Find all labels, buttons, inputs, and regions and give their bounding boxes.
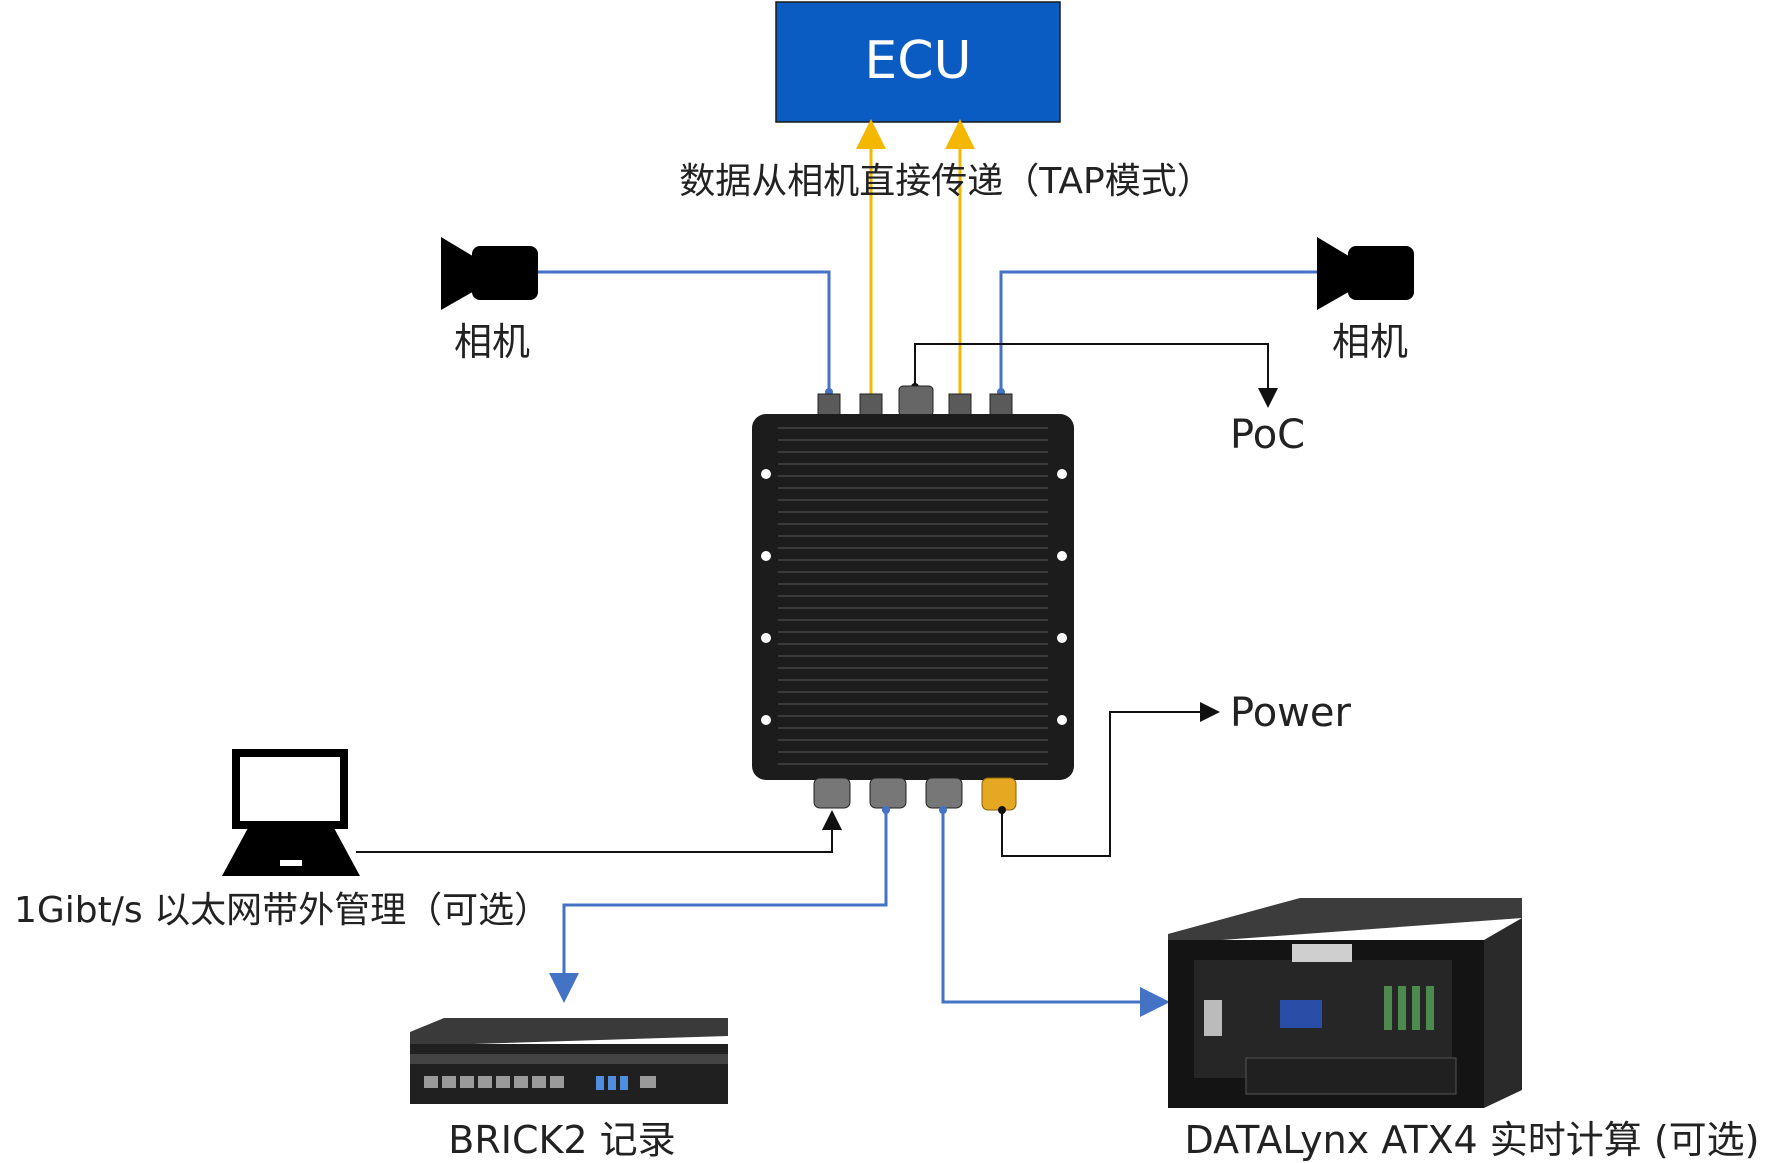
camera-left-icon — [441, 237, 538, 310]
camera-left: 相机 — [441, 237, 538, 364]
tap-note: 数据从相机直接传递（TAP模式） — [679, 161, 1213, 202]
bottom-connectors — [813, 777, 1017, 811]
laptop-icon — [222, 749, 360, 876]
heatsink-fins — [778, 427, 1048, 765]
laptop-label: 1Gibt/s 以太网带外管理（可选） — [14, 890, 550, 931]
datalynx-device: DATALynx ATX4 实时计算 (可选) — [1168, 898, 1760, 1162]
main-device — [752, 385, 1074, 811]
camera-left-link — [538, 270, 831, 392]
laptop-link — [356, 810, 842, 853]
ecu-label: ECU — [864, 31, 971, 91]
camera-right: 相机 — [1317, 237, 1414, 364]
camera-right-icon — [1317, 237, 1414, 310]
power-label: Power — [1230, 690, 1351, 736]
camera-right-label: 相机 — [1332, 320, 1408, 364]
brick-label: BRICK2 记录 — [448, 1118, 675, 1162]
laptop: 1Gibt/s 以太网带外管理（可选） — [14, 749, 550, 931]
power-connector — [981, 777, 1017, 811]
poc-label: PoC — [1230, 412, 1305, 458]
ecu-box: ECU — [775, 1, 1061, 123]
brick2-device: BRICK2 记录 — [410, 1018, 728, 1162]
poc-link — [914, 343, 1278, 408]
datalynx-link — [941, 810, 1170, 1017]
camera-right-link — [999, 270, 1317, 392]
ecu-rect — [775, 1, 1061, 123]
camera-left-label: 相机 — [454, 320, 530, 364]
power-link — [1001, 702, 1220, 857]
top-connectors — [817, 385, 1013, 417]
datalynx-label: DATALynx ATX4 实时计算 (可选) — [1185, 1118, 1760, 1162]
mounting-holes — [761, 469, 1067, 725]
brick-link — [549, 810, 888, 1003]
